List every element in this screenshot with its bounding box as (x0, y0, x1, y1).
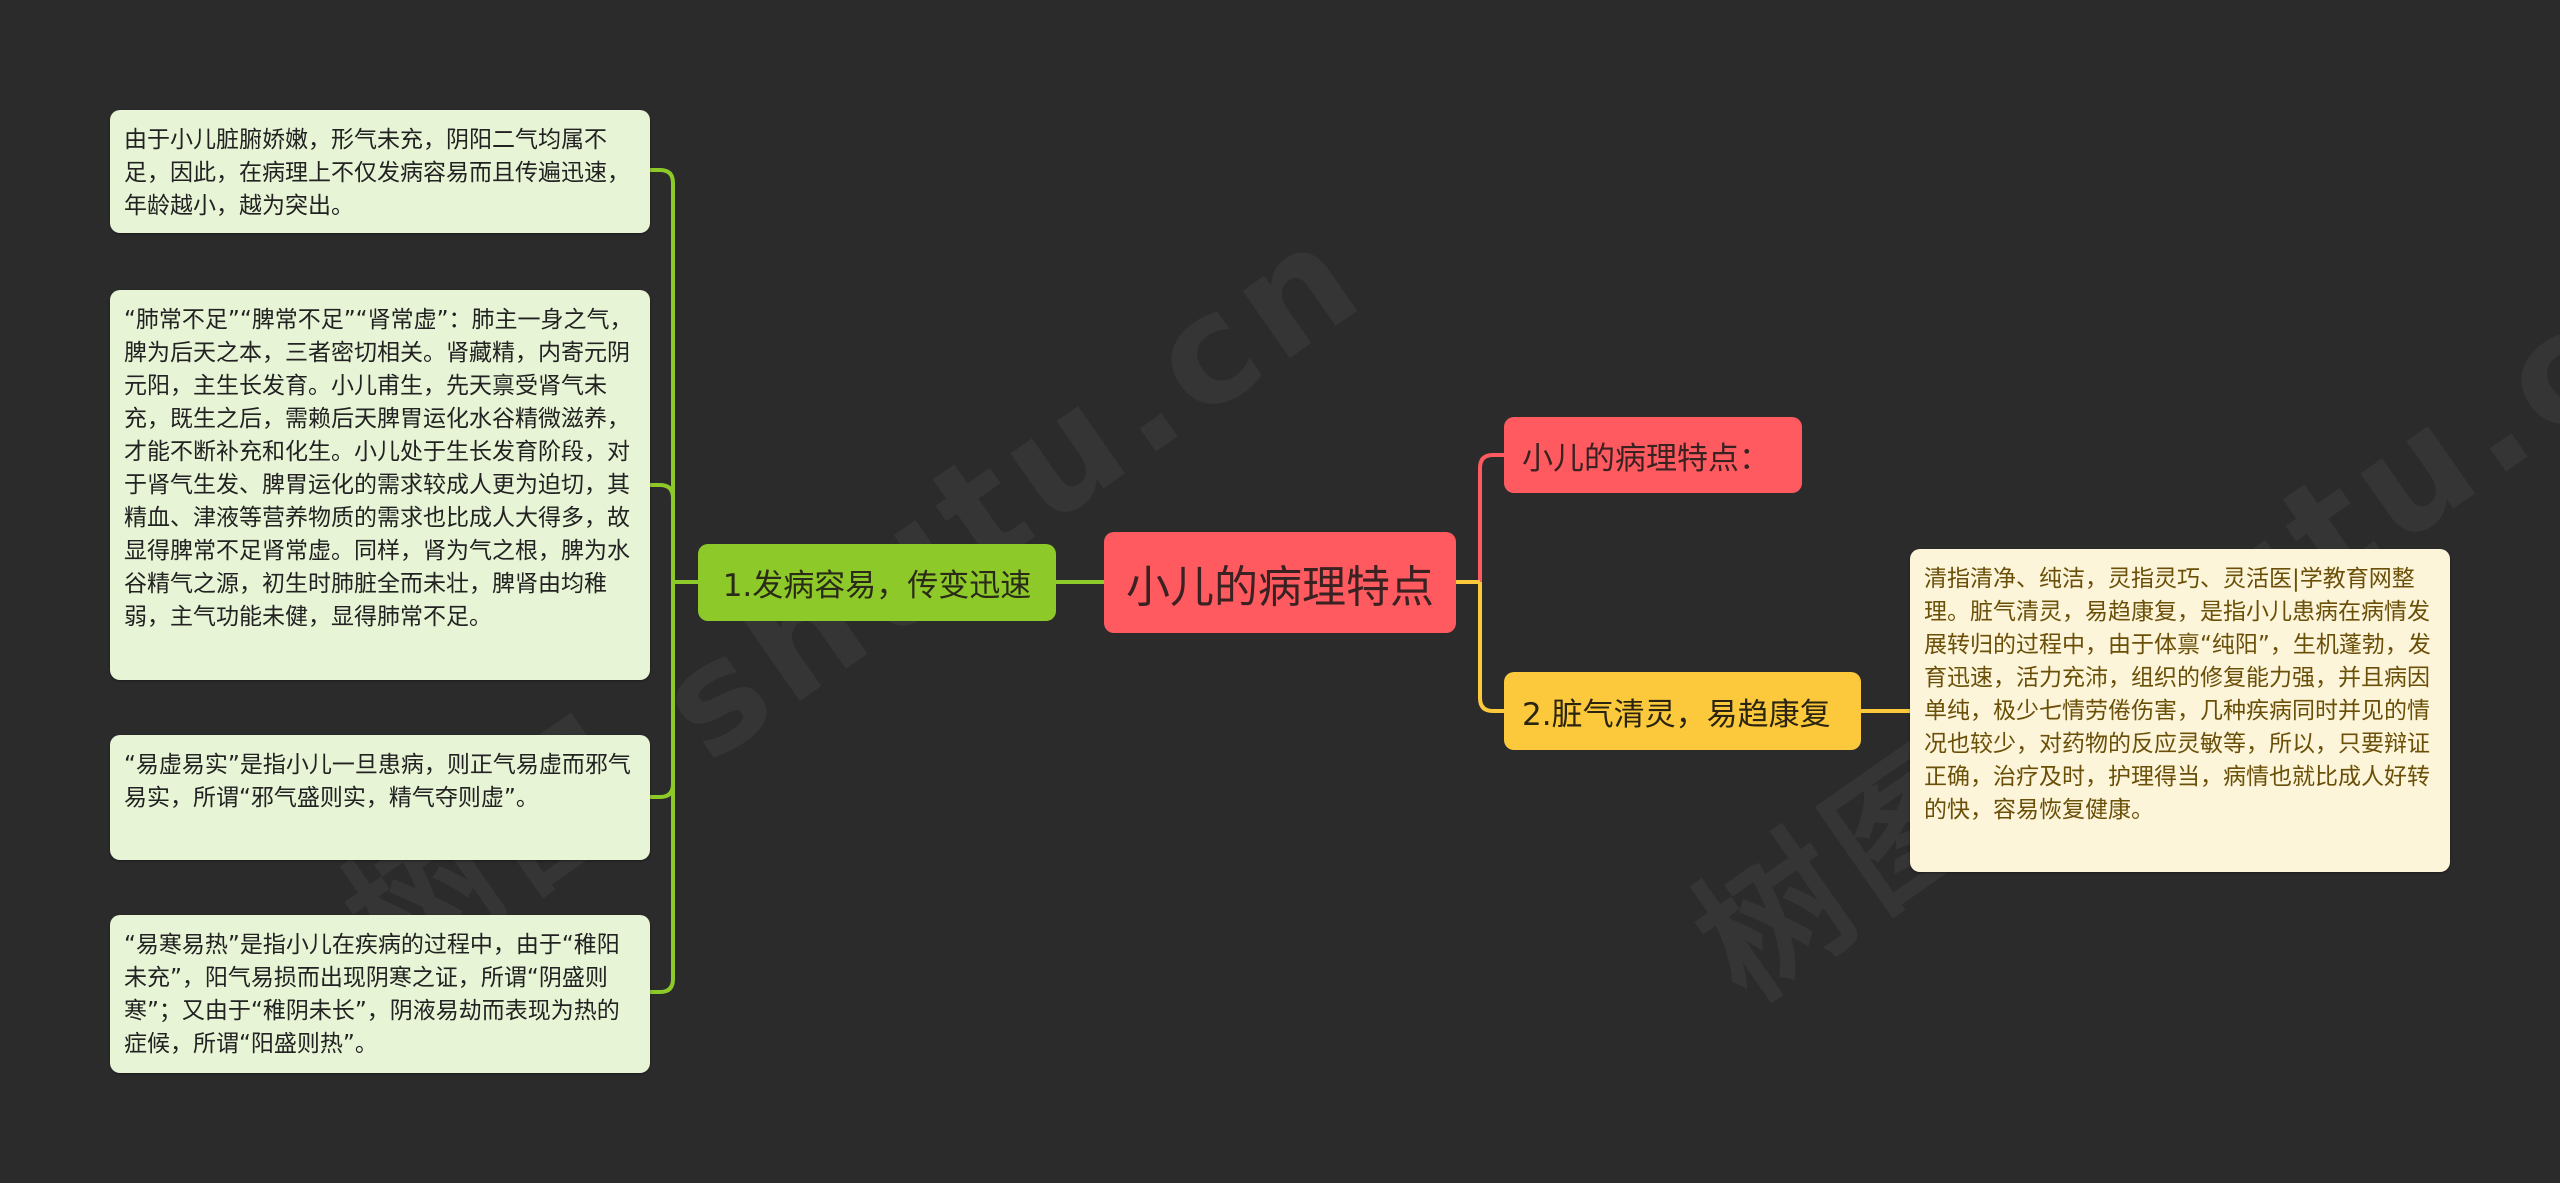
root-label: 小儿的病理特点 (1126, 561, 1434, 613)
branch-label: 1.发病容易，传变迅速 (722, 568, 1032, 604)
branch-label: 小儿的病理特点： (1522, 440, 1770, 477)
detail-node-organ-deficiency[interactable]: “肺常不足”“脾常不足”“肾常虚”：肺主一身之气，脾为后天之本，三者密切相关。肾… (110, 290, 650, 680)
detail-text: 清指清净、纯洁，灵指灵巧、灵活医|学教育网整理。脏气清灵，易趋康复，是指小儿患病… (1924, 566, 2431, 823)
branch-node-easy-onset[interactable]: 1.发病容易，传变迅速 (698, 544, 1056, 621)
detail-text: 由于小儿脏腑娇嫩，形气未充，阴阳二气均属不足，因此，在病理上不仅发病容易而且传遍… (124, 127, 630, 219)
detail-text: “易寒易热”是指小儿在疾病的过程中，由于“稚阳未充”，阳气易损而出现阴寒之证，所… (124, 932, 620, 1057)
detail-text: “肺常不足”“脾常不足”“肾常虚”：肺主一身之气，脾为后天之本，三者密切相关。肾… (124, 307, 633, 630)
branch-label: 2.脏气清灵，易趋康复 (1522, 696, 1831, 733)
detail-node-cold-heat[interactable]: “易寒易热”是指小儿在疾病的过程中，由于“稚阳未充”，阳气易损而出现阴寒之证，所… (110, 915, 650, 1073)
branch-node-easy-recovery[interactable]: 2.脏气清灵，易趋康复 (1504, 672, 1861, 750)
detail-node-recovery[interactable]: 清指清净、纯洁，灵指灵巧、灵活医|学教育网整理。脏气清灵，易趋康复，是指小儿患病… (1910, 549, 2450, 872)
detail-node-deficiency-excess[interactable]: “易虚易实”是指小儿一旦患病，则正气易虚而邪气易实，所谓“邪气盛则实，精气夺则虚… (110, 735, 650, 860)
branch-node-pathology-features[interactable]: 小儿的病理特点： (1504, 417, 1802, 493)
detail-node-vulnerability[interactable]: 由于小儿脏腑娇嫩，形气未充，阴阳二气均属不足，因此，在病理上不仅发病容易而且传遍… (110, 110, 650, 233)
root-node[interactable]: 小儿的病理特点 (1104, 532, 1456, 633)
detail-text: “易虚易实”是指小儿一旦患病，则正气易虚而邪气易实，所谓“邪气盛则实，精气夺则虚… (124, 752, 631, 811)
